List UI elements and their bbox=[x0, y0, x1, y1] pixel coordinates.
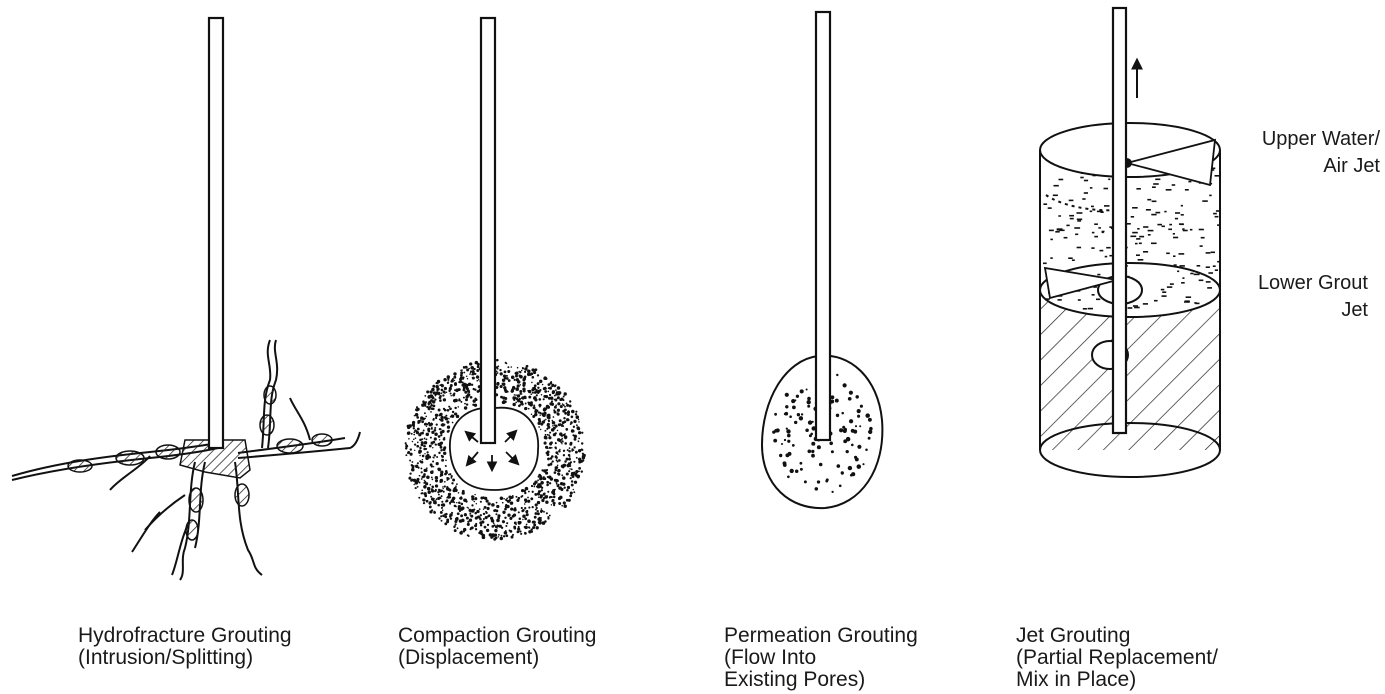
caption-compaction: Compaction Grouting (Displacement) bbox=[398, 625, 596, 669]
caption-line: (Displacement) bbox=[398, 647, 596, 669]
caption-line: (Flow Into bbox=[724, 647, 918, 669]
permeation-injection-pipe bbox=[816, 12, 830, 440]
jet-panel bbox=[1040, 8, 1223, 477]
jet-mixed-column-hatch bbox=[1040, 290, 1220, 450]
caption-hydrofracture: Hydrofracture Grouting (Intrusion/Splitt… bbox=[78, 625, 292, 669]
jet-upper-water-air-jet bbox=[1123, 140, 1215, 185]
jet-drill-rod bbox=[1113, 8, 1126, 433]
label-line: Jet bbox=[1220, 297, 1368, 324]
caption-line: Existing Pores) bbox=[724, 669, 918, 691]
permeation-panel bbox=[762, 12, 882, 508]
label-upper-water-air-jet: Upper Water/ Air Jet bbox=[1240, 126, 1380, 180]
label-line: Air Jet bbox=[1240, 153, 1380, 180]
caption-line: (Partial Replacement/ bbox=[1016, 647, 1218, 669]
caption-line: Compaction Grouting bbox=[398, 625, 596, 647]
hydrofracture-panel bbox=[12, 18, 360, 580]
compaction-panel bbox=[405, 18, 586, 541]
label-lower-grout-jet: Lower Grout Jet bbox=[1220, 270, 1368, 324]
compaction-injection-pipe bbox=[481, 18, 495, 443]
caption-line: (Intrusion/Splitting) bbox=[78, 647, 292, 669]
label-line: Lower Grout bbox=[1220, 270, 1368, 297]
caption-line: Mix in Place) bbox=[1016, 669, 1218, 691]
label-line: Upper Water/ bbox=[1240, 126, 1380, 153]
hydrofracture-injection-pipe bbox=[209, 18, 223, 448]
caption-jet: Jet Grouting (Partial Replacement/ Mix i… bbox=[1016, 625, 1218, 691]
caption-line: Permeation Grouting bbox=[724, 625, 918, 647]
caption-line: Jet Grouting bbox=[1016, 625, 1218, 647]
caption-permeation: Permeation Grouting (Flow Into Existing … bbox=[724, 625, 918, 691]
caption-line: Hydrofracture Grouting bbox=[78, 625, 292, 647]
